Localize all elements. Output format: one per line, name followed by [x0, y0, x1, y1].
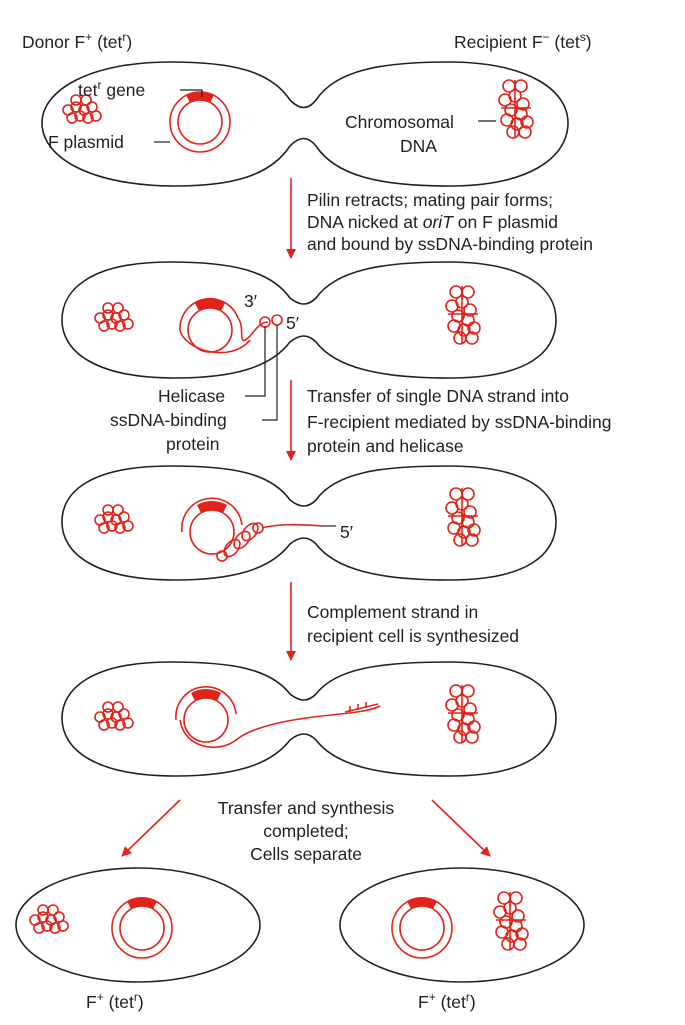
step3-text-1: Complement strand in: [307, 602, 478, 622]
step4-text-1: Transfer and synthesis: [218, 798, 395, 818]
ssdna-binding-leader: [262, 325, 278, 421]
chromosomal-label-2: DNA: [400, 136, 437, 156]
final-right-f-plasmid: [391, 896, 453, 959]
ssdna-binding-label-2: protein: [166, 434, 220, 454]
helicase-label: Helicase: [158, 386, 225, 406]
mating-cells-stage1: [41, 61, 569, 187]
step2-text-3: protein and helicase: [307, 436, 464, 456]
f-plasmid-stage3: [181, 497, 323, 562]
tet-gene-leader: [180, 89, 203, 97]
step2-text-1: Transfer of single DNA strand into: [307, 386, 569, 406]
final-left-label: F+ (tetr): [86, 990, 144, 1012]
f-plasmid-stage4: [175, 686, 381, 748]
three-prime-label-1: 3′: [244, 291, 257, 311]
step1-text-2: DNA nicked at oriT on F plasmid: [307, 212, 558, 232]
final-left-f-plasmid: [111, 896, 173, 959]
step1-text-1: Pilin retracts; mating pair forms;: [307, 190, 553, 210]
step4-arrow-right: [431, 799, 491, 857]
mating-cells-stage2: [61, 261, 557, 379]
f-plasmid-stage2: [179, 297, 283, 354]
step4-text-2: completed;: [263, 821, 349, 841]
step4-text-3: Cells separate: [250, 844, 362, 864]
final-cell-left: [15, 867, 261, 983]
final-right-label: F+ (tetr): [418, 990, 476, 1012]
mating-cells-stage4: [61, 661, 557, 777]
five-prime-label-2: 5′: [340, 522, 353, 542]
ssdna-binding-label-1: ssDNA-binding: [110, 410, 227, 430]
recipient-label: Recipient F− (tets): [454, 30, 592, 52]
final-cell-right: [339, 867, 585, 983]
tet-gene-label: tetr gene: [78, 78, 145, 100]
mating-cells-stage3: [61, 465, 557, 581]
f-plasmid-label: F plasmid: [48, 132, 124, 152]
chromosomal-label-1: Chromosomal: [345, 112, 454, 132]
step3-text-2: recipient cell is synthesized: [307, 626, 519, 646]
donor-label: Donor F+ (tetr): [22, 30, 132, 52]
five-prime-label-1: 5′: [286, 313, 299, 333]
helicase-leader: [245, 327, 266, 397]
step2-text-2: F-recipient mediated by ssDNA-binding: [307, 412, 611, 432]
step4-arrow-left: [121, 799, 181, 857]
f-plasmid-stage1: [169, 91, 231, 153]
step1-text-3: and bound by ssDNA-binding protein: [307, 234, 593, 254]
